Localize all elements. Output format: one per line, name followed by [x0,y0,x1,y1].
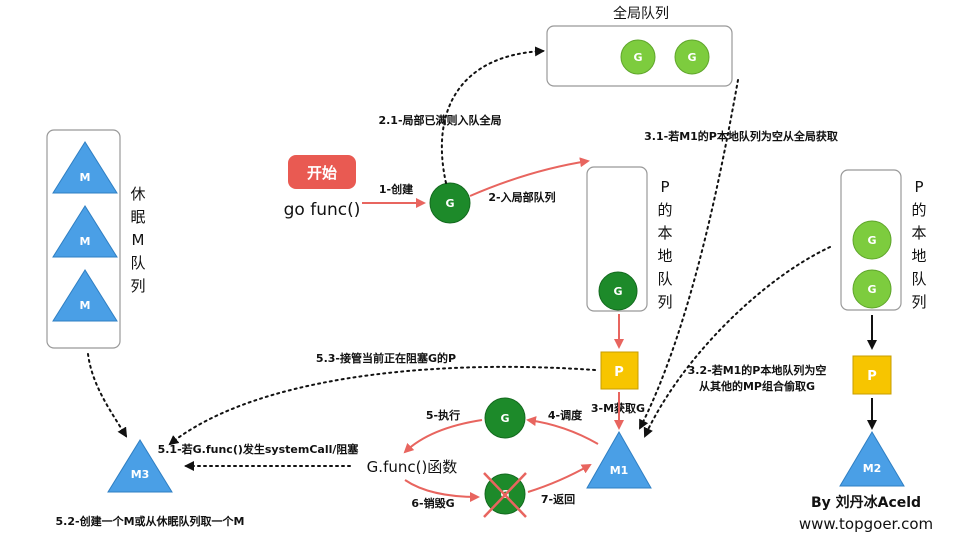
machine-label: M2 [863,462,882,475]
svg-text:M: M [132,231,145,249]
goroutine-node: G [852,269,892,309]
machine-label: M [80,171,91,184]
step-2-label: 2-入局部队列 [488,190,555,204]
svg-text:队: 队 [130,254,145,272]
site-credit: www.topgoer.com [799,515,933,533]
step-3-2-label-line1: 3.2-若M1的P本地队列为空 [688,363,827,377]
sleeping-m-queue-title: 休 眠 M 队 列 [130,185,145,295]
step-3-1-label: 3.1-若M1的P本地队列为空从全局获取 [644,129,838,143]
machine-m2: M2 [839,431,905,487]
arrow-wake-m [87,353,128,438]
arrow-to-global-queue [440,46,545,184]
machine-label: M1 [610,464,629,477]
step-5-3-label: 5.3-接管当前正在阻塞G的P [316,351,456,365]
start-badge: 开始 [288,155,356,189]
svg-text:队: 队 [657,270,672,288]
goroutine-label: G [867,234,876,247]
svg-text:P: P [914,178,923,196]
arrow-destroy [404,479,480,502]
arrow-schedule [526,416,599,445]
svg-text:休: 休 [130,185,145,203]
processor-p-m2: P [852,355,892,395]
step-2-1-label: 2.1-局部已满则入队全局 [378,113,501,127]
step-5-label: 5-执行 [426,408,460,422]
start-label: 开始 [307,164,337,182]
goroutine-node: G [674,39,710,75]
svg-text:本: 本 [911,224,926,242]
go-func-code: go func() [284,200,361,220]
svg-text:的: 的 [657,201,672,219]
global-queue: 全局队列 G G [546,5,733,87]
arrow-execute [403,419,483,454]
goroutine-label: G [613,285,622,298]
machine-label: M3 [131,468,150,481]
machine-label: M [80,299,91,312]
goroutine-label: G [500,412,509,425]
svg-text:地: 地 [911,247,926,265]
svg-text:P: P [660,178,669,196]
processor-label: P [614,365,624,380]
local-queue-title: P 的 本 地 队 列 [657,178,672,311]
step-5-2-label: 5.2-创建一个M或从休眠队列取一个M [56,514,245,528]
goroutine-label: G [687,51,696,64]
goroutine-node: G [598,271,638,311]
svg-text:地: 地 [657,247,672,265]
new-goroutine: G [429,182,471,224]
goroutine-label: G [867,283,876,296]
processor-p-m1: P [600,351,639,390]
sleeping-m-queue: M M M 休 眠 M 队 列 [46,129,146,349]
goroutine-node: G [852,220,892,260]
step-7-label: 7-返回 [541,492,575,506]
goroutine-label: G [633,51,642,64]
local-queue-m1: G P 的 本 地 队 列 [586,166,673,312]
arrow-steal-from-other-mp [643,246,831,438]
svg-text:列: 列 [130,277,145,295]
arrow-return [527,464,592,493]
svg-text:队: 队 [911,270,926,288]
step-1-label: 1-创建 [379,182,414,196]
machine-label: M [80,235,91,248]
goroutine-node: G [620,39,656,75]
destroyed-goroutine: G [483,472,527,518]
g-func-label: G.func()函数 [367,458,458,476]
step-3-2-label-line2: 从其他的MP组合偷取G [699,379,815,393]
author-credit: By 刘丹冰Aceld [811,494,921,511]
machine-node: M [52,269,118,322]
machine-m3: M3 [107,439,173,493]
svg-text:眠: 眠 [130,208,145,226]
machine-node: M [52,141,118,194]
running-goroutine: G [484,397,526,439]
machine-node: M [52,205,118,258]
svg-text:本: 本 [657,224,672,242]
svg-text:列: 列 [911,293,926,311]
local-queue-title: P 的 本 地 队 列 [911,178,926,311]
arrow-from-global-to-m1 [639,79,739,430]
processor-label: P [867,369,877,384]
local-queue-m2: G G P 的 本 地 队 列 [840,169,927,311]
arrow-to-local-queue [469,157,590,197]
svg-text:列: 列 [657,293,672,311]
step-5-1-label: 5.1-若G.func()发生systemCall/阻塞 [158,442,360,456]
svg-text:的: 的 [911,201,926,219]
step-6-label: 6-销毁G [411,496,454,510]
arrow-takeover-p [168,365,596,446]
global-queue-title: 全局队列 [613,5,669,22]
machine-m1: M1 [586,430,652,489]
cross-mark [483,472,527,518]
step-4-label: 4-调度 [548,408,583,422]
goroutine-label: G [445,197,454,210]
